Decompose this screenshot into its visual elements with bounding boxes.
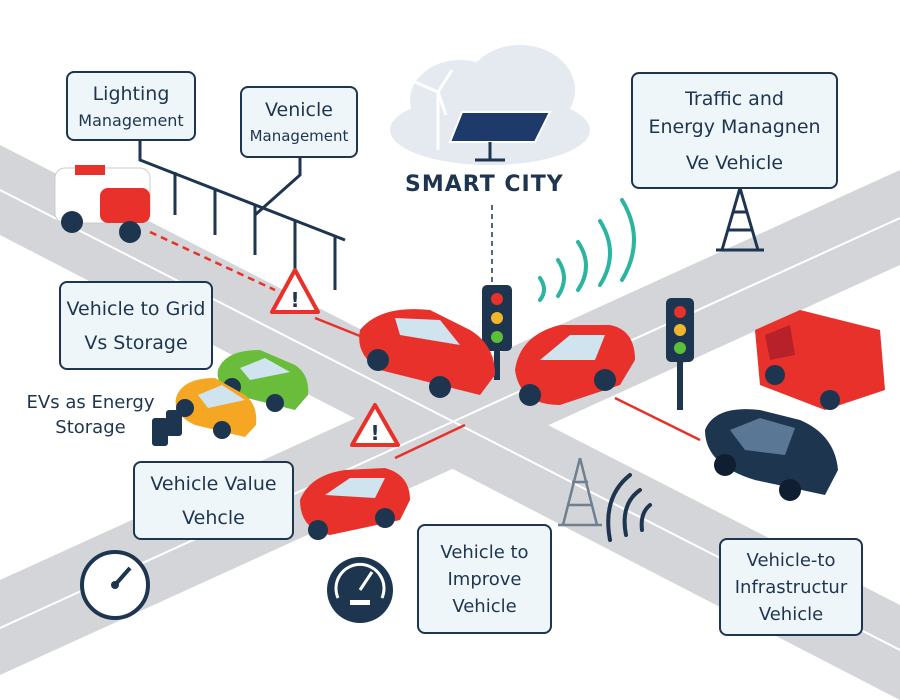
cell-tower-icon [716,187,764,252]
red-truck [755,310,885,410]
ambulance-vehicle [54,165,151,243]
wireless-signal-icon [538,198,636,302]
red-car-center-right [515,325,635,406]
label-line: Vehicle to Grid [66,297,206,320]
label-line: Venicle [265,99,333,121]
traffic-energy-box: Traffic and Energy Managnen Ve Vehicle [631,72,838,189]
dark-car [705,409,838,501]
wireless-signal-icon-2 [606,473,652,542]
label-line: Storage [55,417,126,438]
label-line: Vehicle [758,603,824,625]
label-line: Vehicle-to [746,549,836,571]
vehicle-to-grid-box: Vehicle to Grid Vs Storage [59,281,213,370]
traffic-light-icon [482,285,512,380]
label-line: Management [249,127,349,145]
label-line: Vehicle Value [150,472,277,495]
page-title: SMART CITY [405,172,564,197]
label-line: Vehcle [182,506,245,529]
battery-storage-icon [152,410,182,446]
red-car-center-left [359,309,495,398]
label-line: Improve [447,568,522,590]
wind-turbine-icon [414,69,454,150]
cell-tower-icon [558,457,602,527]
warning-sign-icon: ! [350,403,400,447]
label-line: Lighting [92,82,170,105]
traffic-light-icon [666,298,694,410]
speedometer-icon-dark [327,557,393,623]
svg-text:!: ! [370,421,379,445]
vehicle-management-box: Venicle Management [240,86,358,158]
label-line: Infrastructur [734,576,848,598]
lighting-management-box: Lighting Management [66,71,196,141]
label-line: Vehicle [452,595,517,617]
evs-energy-storage-label: EVs as Energy Storage [18,390,163,440]
label-line: Vs Storage [84,331,188,354]
svg-text:!: ! [290,288,299,312]
label-line: Vehicle to [440,541,529,563]
label-line: Traffic and [685,87,784,110]
red-car-bottom [300,468,410,540]
label-line: Energy Managnen [648,115,821,138]
yellow-car [175,378,257,439]
vehicle-to-infrastructure-box: Vehicle-to Infrastructur Vehicle [719,538,863,636]
vehicle-to-improve-box: Vehicle to Improve Vehicle [417,524,552,634]
solar-panel-icon [448,111,552,162]
vehicle-value-box: Vehicle Value Vehcle [133,461,294,540]
label-line: Management [78,110,184,130]
label-line: EVs as Energy [26,392,155,413]
lighting-pole-network [138,140,346,290]
speedometer-icon [80,550,150,620]
label-line: Ve Vehicle [685,151,784,174]
warning-sign-icon: ! [270,268,320,314]
